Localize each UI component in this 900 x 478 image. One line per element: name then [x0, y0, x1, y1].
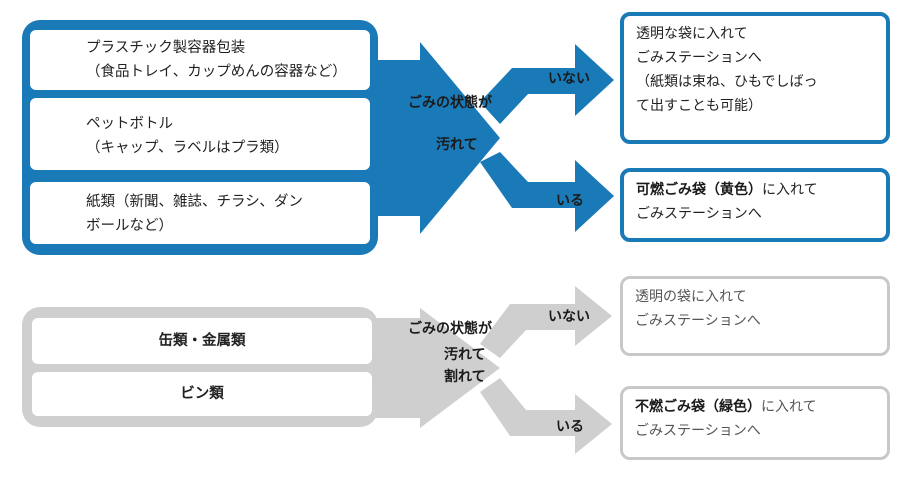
category-item-plastic-line2: （食品トレイ、カップめんの容器など） [86, 64, 347, 80]
blue-result-clean-line4: て出すことも可能） [636, 98, 762, 114]
gray-flow-arrow [370, 308, 500, 428]
gray-branch-lower-arrow [480, 378, 612, 454]
gray-result-dirty-rest: に入れて [761, 399, 817, 415]
blue-branch-yes-label: いる [556, 193, 584, 209]
gray-result-dirty-line2: ごみステーションへ [635, 423, 761, 439]
blue-branch-upper-arrow [480, 44, 614, 124]
blue-condition-line1: ごみの状態が [408, 95, 492, 111]
blue-result-dirty: 可燃ごみ袋（黄色）に入れて ごみステーションへ [620, 168, 890, 242]
gray-condition-line1: ごみの状態が [408, 321, 492, 337]
gray-branch-no-label: いない [548, 309, 590, 325]
gray-condition-line2: 汚れて [444, 347, 486, 363]
category-item-cans-metals: 缶類・金属類 [32, 318, 372, 364]
blue-result-dirty-rest: に入れて [762, 182, 818, 198]
blue-result-clean: 透明な袋に入れて ごみステーションへ （紙類は束ね、ひもでしばっ て出すことも可… [620, 12, 890, 144]
blue-flow-arrow [370, 42, 500, 234]
gray-result-clean-line1: 透明の袋に入れて [635, 289, 747, 305]
blue-result-dirty-bag: 可燃ごみ袋（黄色） [636, 182, 762, 198]
blue-result-dirty-line1: 可燃ごみ袋（黄色）に入れて [636, 178, 874, 202]
category-item-pet-bottle-line2: （キャップ、ラベルはプラ類） [86, 140, 289, 156]
blue-result-dirty-line2: ごみステーションへ [636, 206, 762, 222]
blue-result-clean-line3: （紙類は束ね、ひもでしばっ [636, 74, 818, 90]
gray-result-clean-line2: ごみステーションへ [635, 313, 761, 329]
gray-result-dirty-bag: 不燃ごみ袋（緑色） [635, 399, 761, 415]
category-item-pet-bottle-line1: ペットボトル [86, 116, 173, 132]
category-item-paper: 紙類（新聞、雑誌、チラシ、ダン ボールなど） [30, 182, 370, 244]
gray-condition-line3: 割れて [444, 369, 486, 385]
blue-result-clean-line2: ごみステーションへ [636, 50, 762, 66]
category-item-plastic: プラスチック製容器包装 （食品トレイ、カップめんの容器など） [30, 30, 370, 90]
blue-branch-no-label: いない [548, 71, 590, 87]
category-item-plastic-line1: プラスチック製容器包装 [86, 40, 246, 56]
category-item-paper-line2: ボールなど） [86, 218, 173, 234]
gray-result-dirty-line1: 不燃ごみ袋（緑色）に入れて [635, 395, 875, 419]
blue-branch-lower-arrow [480, 152, 614, 232]
category-item-paper-line1: 紙類（新聞、雑誌、チラシ、ダン [86, 194, 303, 210]
gray-branch-upper-arrow [480, 286, 612, 358]
gray-result-dirty: 不燃ごみ袋（緑色）に入れて ごみステーションへ [620, 386, 890, 460]
gray-branch-yes-label: いる [556, 419, 584, 435]
blue-condition-line2: 汚れて [436, 137, 478, 153]
category-item-pet-bottle: ペットボトル （キャップ、ラベルはプラ類） [30, 98, 370, 170]
gray-result-clean: 透明の袋に入れて ごみステーションへ [620, 276, 890, 356]
category-item-bottles: ビン類 [32, 372, 372, 416]
blue-result-clean-line1: 透明な袋に入れて [636, 26, 748, 42]
